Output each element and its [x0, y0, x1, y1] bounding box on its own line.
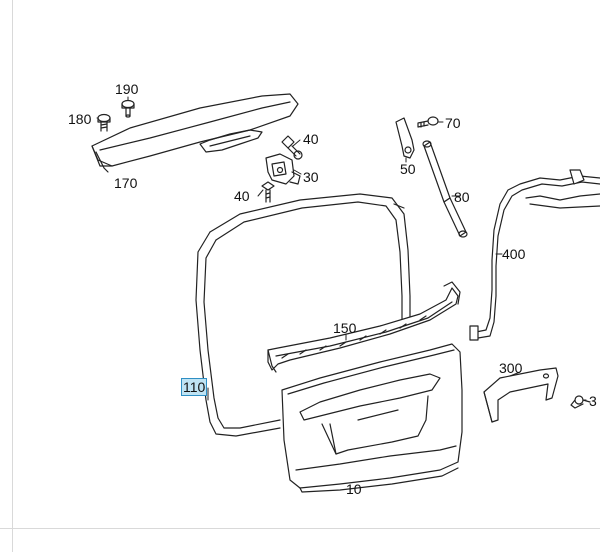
bracket-part-300[interactable] — [483, 367, 559, 423]
gas-strut-part-80[interactable] — [422, 140, 468, 238]
part-label-40-lower[interactable]: 40 — [234, 188, 250, 204]
part-label-80[interactable]: 80 — [454, 189, 470, 205]
bolt-part-190[interactable] — [121, 99, 135, 118]
tailgate-seal-part-110[interactable] — [195, 193, 411, 437]
hinge-part-30[interactable] — [265, 153, 301, 185]
spoiler-part-170[interactable] — [91, 93, 299, 173]
bracket-part-50[interactable] — [395, 117, 415, 159]
part-label-3-cut[interactable]: 3 — [589, 393, 597, 409]
part-label-190[interactable]: 190 — [115, 81, 139, 97]
part-label-40-upper[interactable]: 40 — [303, 131, 319, 147]
frame-left-border — [12, 0, 13, 552]
screw-part-40-upper[interactable] — [281, 135, 303, 160]
part-label-10[interactable]: 10 — [346, 481, 362, 497]
part-label-110-highlighted[interactable]: 110 — [181, 378, 208, 396]
screw-part-40-lower[interactable] — [261, 181, 275, 203]
part-label-300[interactable]: 300 — [499, 360, 523, 376]
bolt-part-180[interactable] — [97, 113, 111, 132]
part-label-70[interactable]: 70 — [445, 115, 461, 131]
part-label-400[interactable]: 400 — [502, 246, 526, 262]
leader-lines — [96, 96, 587, 401]
wiring-harness-part-400[interactable] — [469, 169, 600, 341]
part-label-170[interactable]: 170 — [114, 175, 138, 191]
part-label-50[interactable]: 50 — [400, 161, 416, 177]
frame-bottom-border — [0, 528, 600, 529]
tailgate-panel-part-10[interactable] — [281, 343, 463, 493]
screw-part-70[interactable] — [417, 116, 439, 128]
part-label-180[interactable]: 180 — [68, 111, 92, 127]
screw-part-3-partial[interactable] — [570, 395, 591, 409]
part-label-30[interactable]: 30 — [303, 169, 319, 185]
part-label-150[interactable]: 150 — [333, 320, 357, 336]
crossbar-part-150[interactable] — [267, 281, 461, 373]
